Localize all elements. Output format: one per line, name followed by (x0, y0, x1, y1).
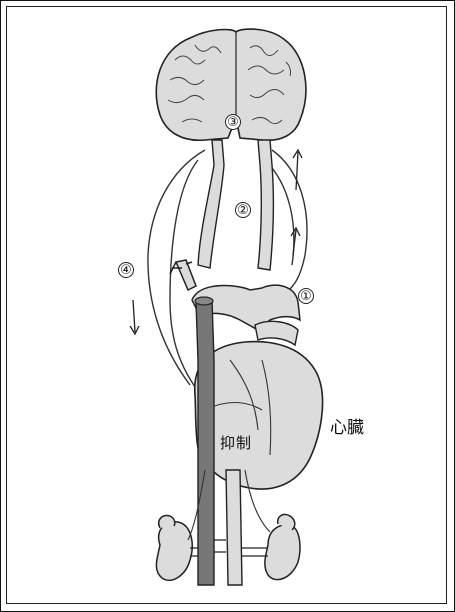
aortic-arch (170, 260, 300, 330)
vena-cava (195, 297, 214, 585)
marker-2: ② (235, 202, 251, 218)
heart-label: 心臓 (330, 413, 364, 438)
inhibit-label: 抑制 (220, 432, 252, 453)
marker-4: ④ (118, 262, 134, 278)
marker-1: ① (298, 288, 314, 304)
marker-3: ③ (225, 114, 241, 130)
descending-aorta (226, 470, 242, 585)
